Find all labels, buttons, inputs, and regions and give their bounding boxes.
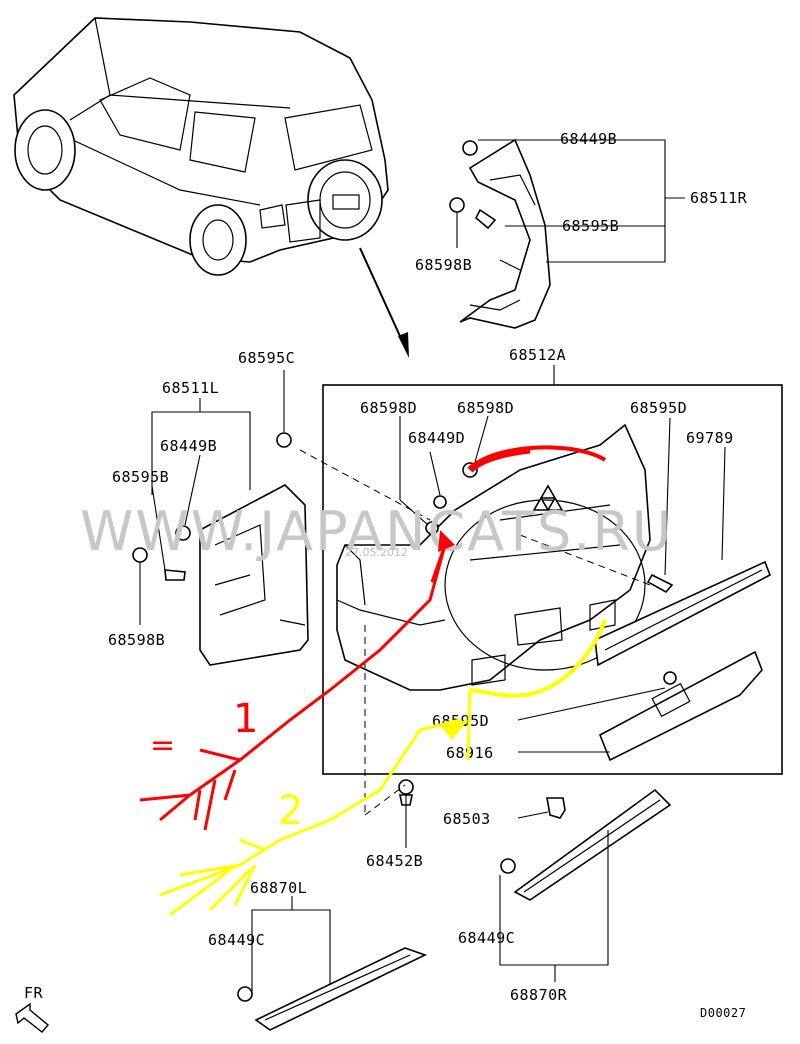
label-69789: 69789 bbox=[686, 429, 734, 447]
label-68598B-left: 68598B bbox=[108, 631, 165, 649]
assembly-frame-68512A bbox=[322, 384, 783, 775]
label-68595B-top: 68595B bbox=[562, 217, 619, 235]
bracket-68511L bbox=[132, 432, 309, 666]
molding-68870R bbox=[500, 788, 672, 901]
label-68512A: 68512A bbox=[509, 346, 566, 364]
leader-lines bbox=[139, 139, 726, 995]
label-68870R: 68870R bbox=[510, 986, 568, 1004]
label-68503: 68503 bbox=[443, 810, 491, 828]
detail-arrow bbox=[359, 247, 409, 358]
label-68598D-b: 68598D bbox=[457, 399, 514, 417]
arrow-icon bbox=[15, 1002, 49, 1033]
label-68598B-top: 68598B bbox=[415, 256, 472, 274]
label-68595D-top: 68595D bbox=[630, 399, 687, 417]
diagram-code: D00027 bbox=[700, 1006, 746, 1020]
label-68598D-a: 68598D bbox=[360, 399, 417, 417]
label-68595C: 68595C bbox=[238, 349, 295, 367]
label-68452B: 68452B bbox=[366, 852, 423, 870]
label-68595B-left: 68595B bbox=[112, 468, 169, 486]
front-direction-indicator: FR bbox=[15, 984, 49, 1033]
watermark-date: 27.05.2012 bbox=[345, 546, 408, 559]
spare-tire-cover bbox=[336, 423, 674, 691]
label-68449B-top: 68449B bbox=[560, 130, 617, 148]
label-68870L: 68870L bbox=[250, 879, 307, 897]
garnish-68916 bbox=[598, 650, 763, 762]
annotation-mark-2: 2 bbox=[278, 788, 303, 834]
label-68511L: 68511L bbox=[162, 379, 219, 397]
front-direction-label: FR bbox=[24, 984, 44, 1002]
label-68449C-left: 68449C bbox=[208, 931, 265, 949]
watermark: WWW.JAPANCATS.RU bbox=[80, 500, 673, 563]
yellow-annotation: 2 bbox=[159, 619, 607, 917]
label-68511R: 68511R bbox=[690, 189, 748, 207]
clip-68503 bbox=[546, 797, 566, 819]
annotation-mark-1: 1 bbox=[233, 696, 258, 742]
annotation-equals: = bbox=[150, 728, 175, 763]
molding-68870L bbox=[237, 947, 428, 1031]
label-68449B-left: 68449B bbox=[160, 437, 217, 455]
reference-lines bbox=[299, 449, 651, 816]
garnish-69789 bbox=[594, 560, 772, 667]
label-68449D: 68449D bbox=[408, 429, 465, 447]
red-annotation: 1 = bbox=[139, 445, 607, 831]
bracket-68511R bbox=[449, 138, 551, 329]
label-68449C-right: 68449C bbox=[458, 929, 515, 947]
vehicle-illustration bbox=[13, 17, 389, 276]
